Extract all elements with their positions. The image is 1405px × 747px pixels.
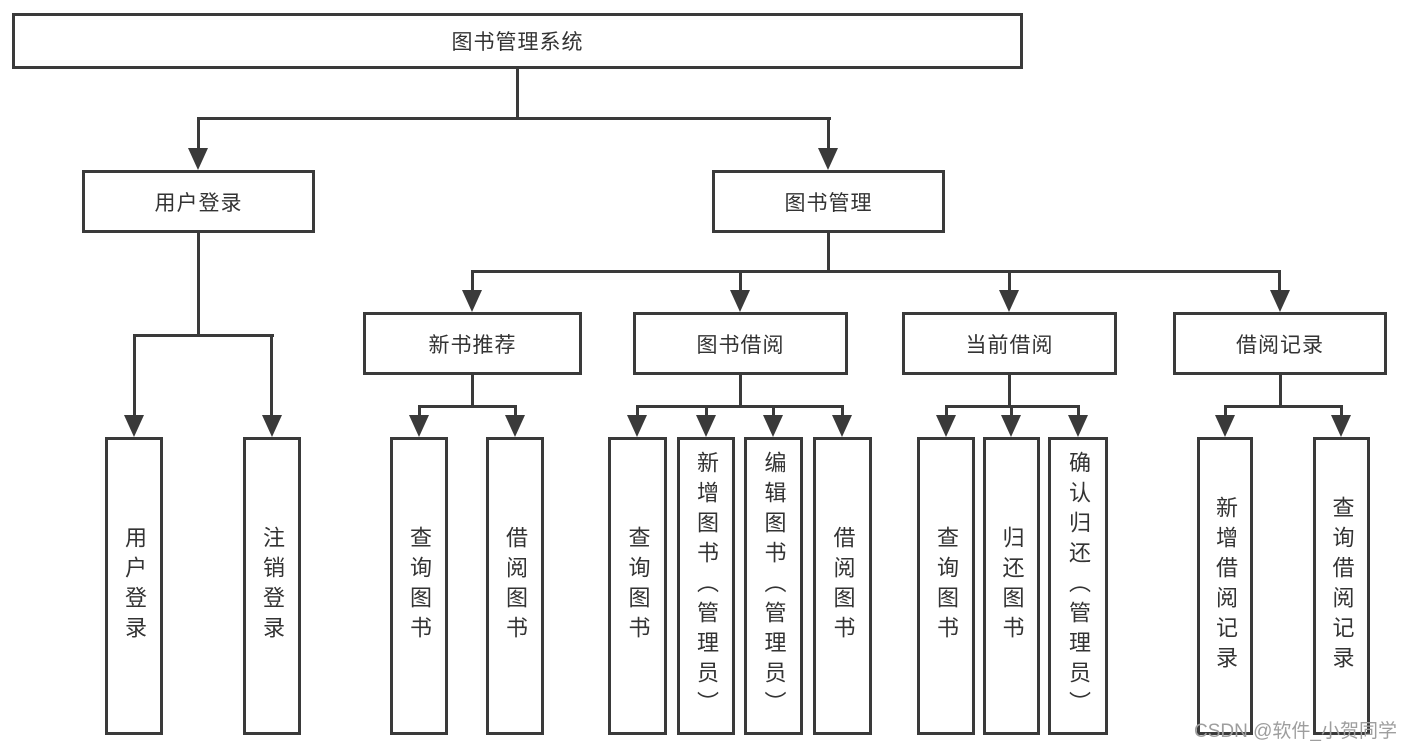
connector-bookmgmt-hbar: [471, 270, 1281, 273]
connector-borrow-stem: [739, 375, 742, 407]
connector-borrow-drop-4: [841, 405, 844, 417]
leaf-user-login: 用户登录: [105, 437, 163, 735]
arrow-down-icon: [763, 415, 783, 437]
node-label: 查询借阅记录: [1329, 496, 1355, 676]
node-book-borrowing: 图书借阅: [633, 312, 848, 375]
connector-newbook-drop-2: [514, 405, 517, 417]
connector-borrow-drop-3: [772, 405, 775, 417]
connector-root-drop-2: [827, 117, 830, 150]
leaf-query-books-current: 查询图书: [917, 437, 975, 735]
arrow-down-icon: [999, 290, 1019, 312]
node-label: 查询图书: [934, 526, 959, 646]
connector-userlogin-drop-2: [270, 334, 273, 417]
arrow-down-icon: [462, 290, 482, 312]
node-label: 图书管理: [784, 191, 873, 215]
connector-newbook-stem: [471, 375, 474, 407]
leaf-logout: 注销登录: [243, 437, 301, 735]
node-user-login: 用户登录: [82, 170, 315, 233]
arrow-down-icon: [409, 415, 429, 437]
connector-newbook-drop-1: [418, 405, 421, 417]
arrow-down-icon: [1215, 415, 1235, 437]
node-label: 确认归还（管理员）: [1066, 451, 1091, 721]
node-current-borrowing: 当前借阅: [902, 312, 1117, 375]
arrow-down-icon: [124, 415, 144, 437]
leaf-borrow-books-recommend: 借阅图书: [486, 437, 544, 735]
connector-current-drop-2: [1010, 405, 1013, 417]
connector-bookmgmt-stem: [827, 232, 830, 272]
connector-bookmgmt-drop-2: [739, 270, 742, 292]
connector-borrow-drop-1: [636, 405, 639, 417]
connector-current-drop-1: [945, 405, 948, 417]
connector-root-hbar: [197, 117, 831, 120]
arrow-down-icon: [1331, 415, 1351, 437]
arrow-down-icon: [1001, 415, 1021, 437]
node-label: 注销登录: [260, 526, 285, 646]
node-book-management: 图书管理: [712, 170, 945, 233]
node-label: 图书管理系统: [451, 31, 584, 54]
arrow-down-icon: [1068, 415, 1088, 437]
node-label: 查询图书: [407, 526, 432, 646]
node-label: 归还图书: [999, 526, 1025, 646]
connector-record-drop-2: [1340, 405, 1343, 417]
node-root-library-system: 图书管理系统: [12, 13, 1023, 69]
connector-userlogin-drop-1: [133, 334, 136, 417]
connector-userlogin-stem: [197, 232, 200, 336]
leaf-query-books-borrow: 查询图书: [608, 437, 667, 735]
leaf-return-book: 归还图书: [983, 437, 1040, 735]
watermark: CSDN @软件_小贺同学: [1194, 721, 1397, 742]
connector-borrow-drop-2: [705, 405, 708, 417]
connector-record-stem: [1279, 375, 1282, 407]
node-label: 借阅图书: [503, 526, 528, 646]
node-label: 新增借阅记录: [1213, 496, 1238, 676]
connector-userlogin-hbar: [133, 334, 274, 337]
connector-record-hbar: [1224, 405, 1343, 408]
connector-bookmgmt-drop-4: [1278, 270, 1281, 292]
arrow-down-icon: [936, 415, 956, 437]
leaf-query-books-recommend: 查询图书: [390, 437, 448, 735]
leaf-add-borrow-record: 新增借阅记录: [1197, 437, 1253, 735]
node-label: 查询图书: [625, 526, 651, 646]
node-borrowing-records: 借阅记录: [1173, 312, 1387, 375]
arrow-down-icon: [627, 415, 647, 437]
node-label: 当前借阅: [965, 333, 1054, 357]
connector-bookmgmt-drop-1: [471, 270, 474, 292]
leaf-add-book-admin: 新增图书（管理员）: [677, 437, 735, 735]
leaf-edit-book-admin: 编辑图书（管理员）: [744, 437, 803, 735]
connector-current-drop-3: [1077, 405, 1080, 417]
node-label: 借阅图书: [830, 526, 856, 646]
node-label: 新书推荐: [428, 333, 517, 357]
arrow-down-icon: [696, 415, 716, 437]
connector-current-stem: [1008, 375, 1011, 407]
arrow-down-icon: [832, 415, 852, 437]
leaf-borrow-books: 借阅图书: [813, 437, 872, 735]
node-label: 新增图书（管理员）: [694, 451, 719, 721]
arrow-down-icon: [730, 290, 750, 312]
connector-root-stem: [516, 68, 519, 119]
connector-record-drop-1: [1224, 405, 1227, 417]
node-label: 编辑图书（管理员）: [761, 451, 787, 721]
arrow-down-icon: [818, 148, 838, 170]
arrow-down-icon: [262, 415, 282, 437]
node-label: 图书借阅: [696, 333, 785, 357]
node-label: 用户登录: [154, 191, 243, 215]
node-label: 用户登录: [122, 526, 147, 646]
connector-borrow-hbar: [636, 405, 844, 408]
arrow-down-icon: [505, 415, 525, 437]
arrow-down-icon: [188, 148, 208, 170]
leaf-confirm-return-admin: 确认归还（管理员）: [1048, 437, 1108, 735]
connector-root-drop-1: [197, 117, 200, 150]
connector-bookmgmt-drop-3: [1008, 270, 1011, 292]
arrow-down-icon: [1270, 290, 1290, 312]
node-label: 借阅记录: [1236, 333, 1324, 357]
connector-newbook-hbar: [418, 405, 517, 408]
leaf-query-borrow-record: 查询借阅记录: [1313, 437, 1370, 735]
node-new-book-recommend: 新书推荐: [363, 312, 582, 375]
